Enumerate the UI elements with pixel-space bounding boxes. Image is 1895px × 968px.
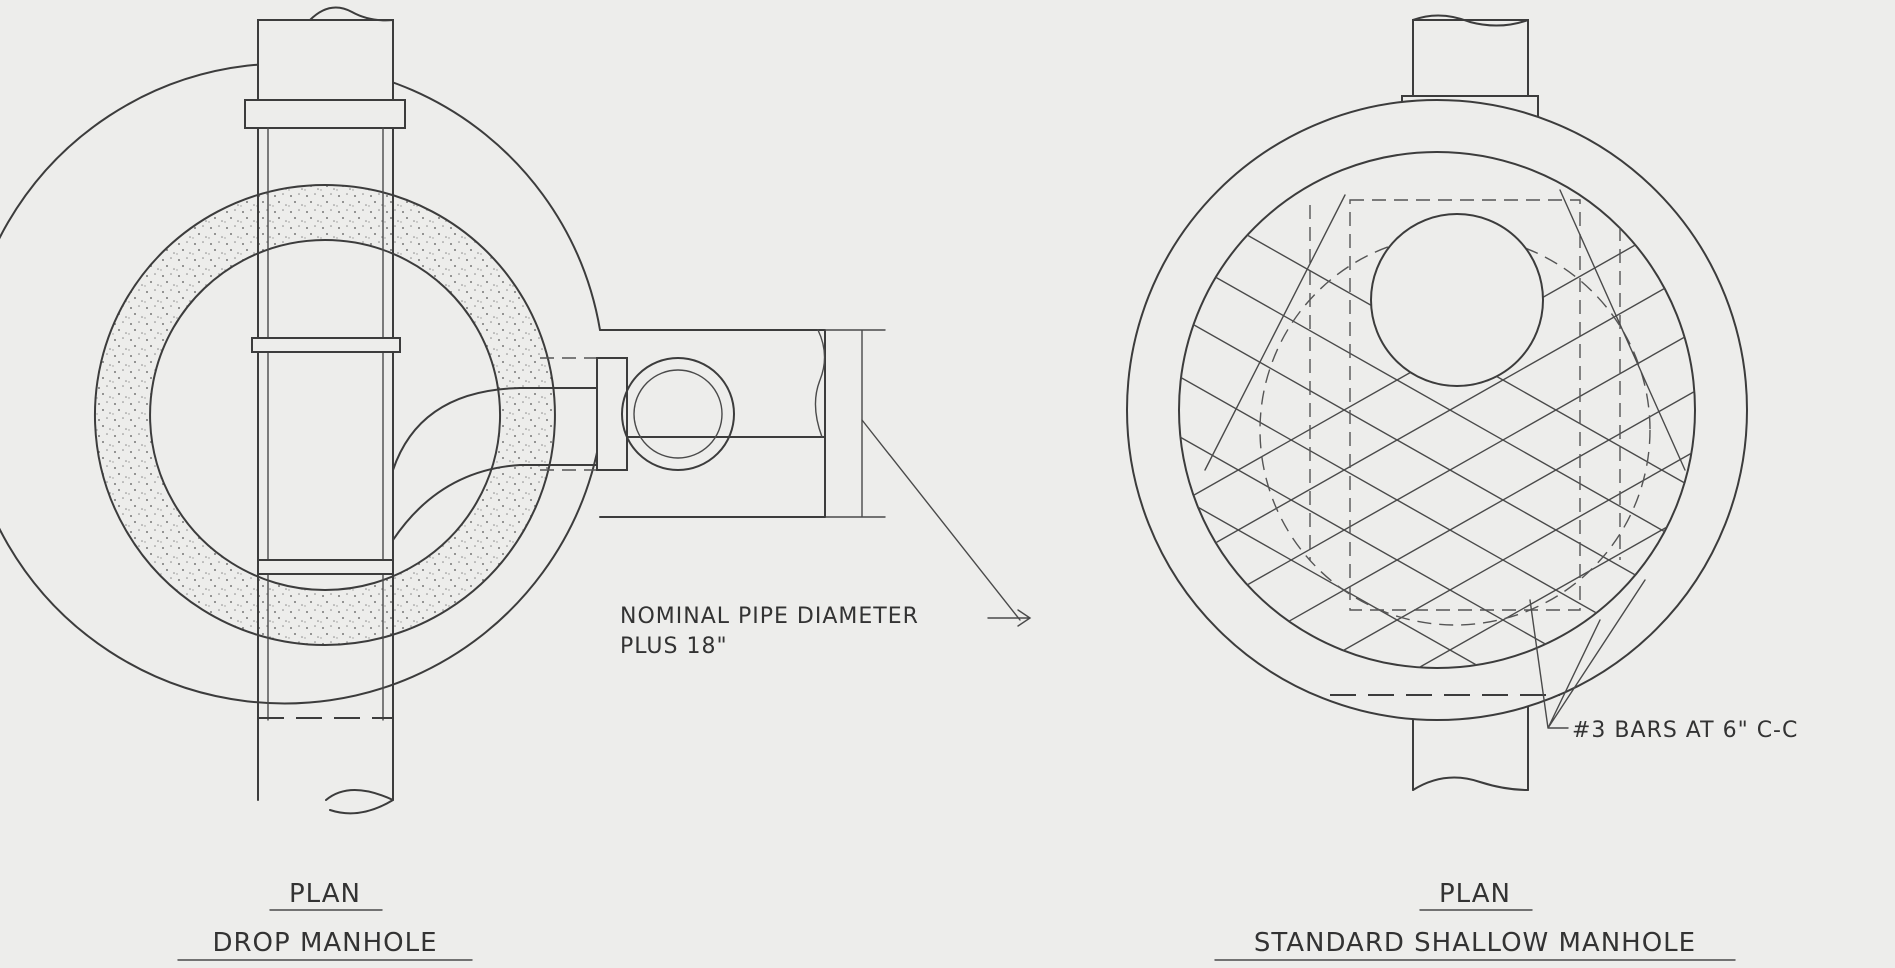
- drop-pipe-hidden: [540, 357, 600, 471]
- inlet-pipe-outer: [621, 357, 735, 471]
- shallow-pipe-top-break: [1412, 14, 1529, 27]
- inlet-pipe-inner: [633, 369, 723, 459]
- standard-shallow-manhole-plan: [1126, 14, 1748, 791]
- chamber-bottom-line: [599, 436, 826, 518]
- shallow-manhole-inner-wall: [1178, 151, 1696, 669]
- rebar-set-b: [1179, 179, 1695, 668]
- drop-chamber-outline: [599, 329, 826, 438]
- rebar-note: #3 BARS AT 6" C-C: [1572, 718, 1798, 743]
- drop-pipe-elbow-lower: [392, 464, 601, 541]
- manhole-concrete-ring: [93, 184, 556, 646]
- drop-pipe-elbow-upper: [392, 387, 601, 471]
- shallow-plan-heading: PLAN: [1439, 879, 1511, 909]
- drop-manhole-plan: [0, 6, 1032, 815]
- drop-plan-heading: PLAN: [289, 879, 361, 909]
- dimension-leader: [861, 419, 1021, 621]
- drop-manhole-outer-wall: [0, 62, 601, 705]
- pipe-collar: [244, 99, 406, 129]
- shallow-pipe-bottom-break: [1412, 776, 1529, 791]
- opening-frame-hidden: [1309, 199, 1621, 611]
- rebar-leader-lines: [1529, 579, 1646, 729]
- shallow-manhole-title: STANDARD SHALLOW MANHOLE: [1254, 928, 1696, 958]
- dimension-note-line-1: NOMINAL PIPE DIAMETER: [620, 604, 919, 629]
- dimension-leader-arrow: [987, 609, 1032, 627]
- main-pipe-top: [257, 19, 394, 111]
- shallow-manhole-outer-wall: [1126, 99, 1748, 721]
- lower-cone-hidden: [1259, 234, 1651, 626]
- rebar-boundary: [1204, 189, 1686, 471]
- manhole-opening: [1370, 213, 1544, 387]
- dimension-extension-lines: [824, 329, 886, 518]
- dimension-note-line-2: PLUS 18": [620, 634, 728, 659]
- drop-chamber-break-line: [814, 329, 826, 438]
- main-pipe-top-break: [309, 6, 394, 22]
- drop-manhole-title: DROP MANHOLE: [212, 928, 437, 958]
- drop-pipe-upper-fitting: [251, 337, 401, 353]
- rebar-grid: [1179, 179, 1695, 668]
- drop-pipe-lower-fitting: [257, 559, 394, 575]
- main-pipe-bottom-break: [325, 789, 394, 815]
